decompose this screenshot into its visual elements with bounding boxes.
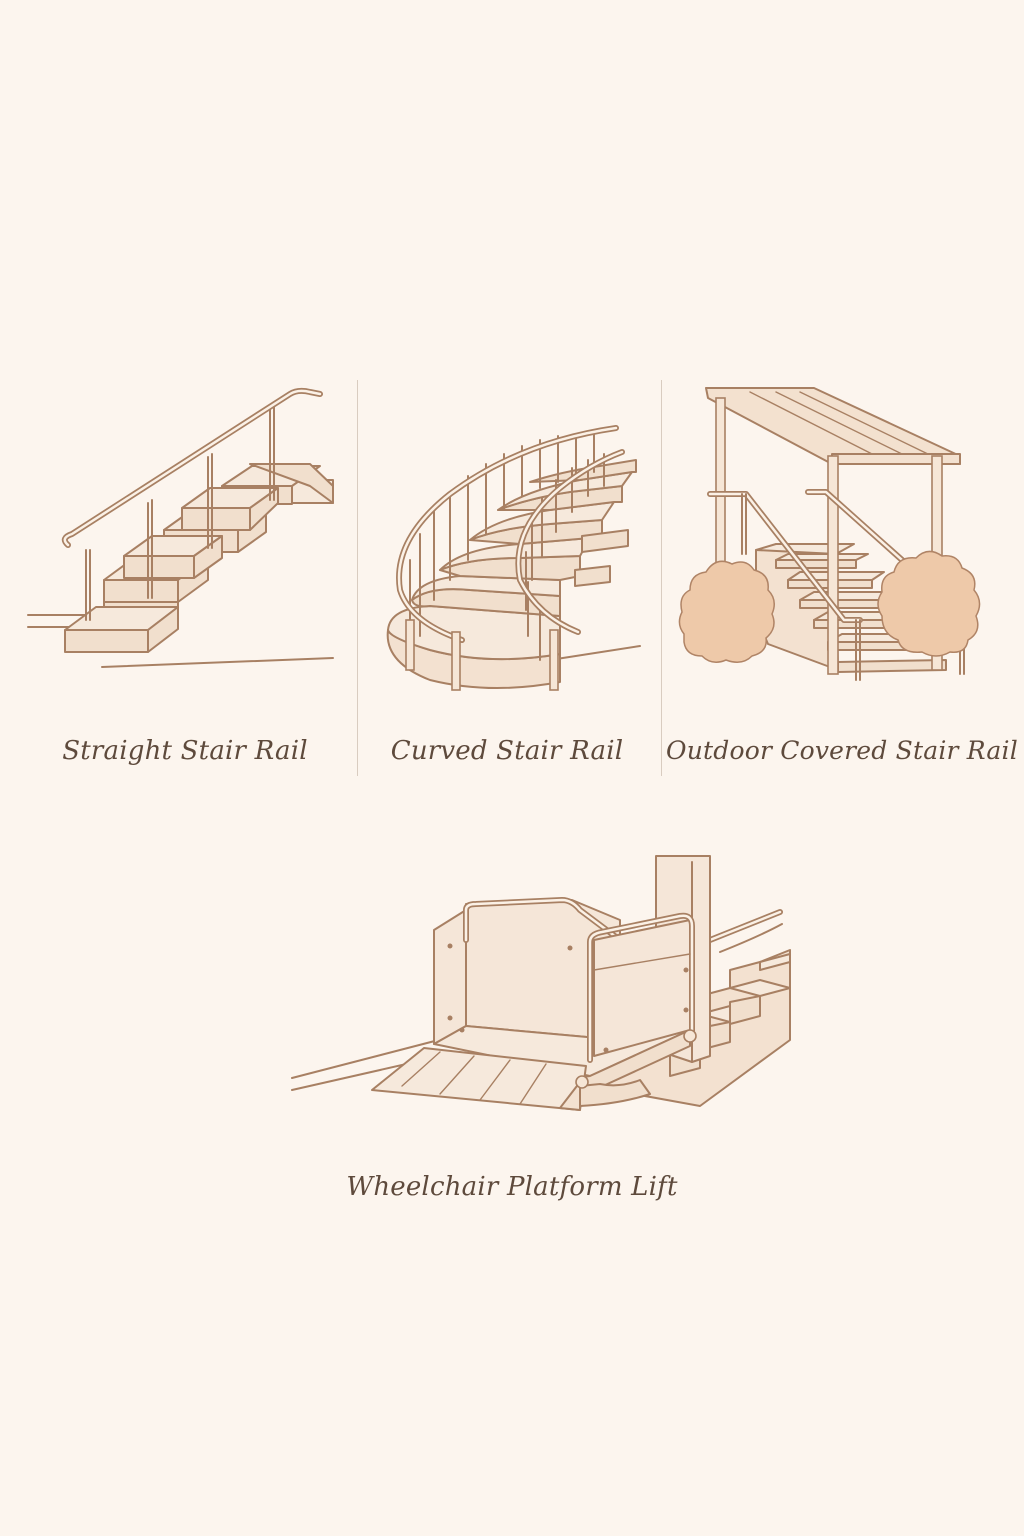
caption-straight-stair-rail: Straight Stair Rail xyxy=(62,736,308,766)
divider-left xyxy=(357,380,358,776)
caption-curved-stair-rail: Curved Stair Rail xyxy=(390,736,624,766)
wheelchair-platform-lift-illustration xyxy=(290,850,810,1140)
bush-right-icon xyxy=(877,550,981,657)
divider-right xyxy=(661,380,662,776)
bush-left-icon xyxy=(678,560,775,663)
caption-outdoor-covered-stair-rail: Outdoor Covered Stair Rail xyxy=(666,736,1018,765)
curved-stair-rail-illustration xyxy=(370,410,660,700)
caption-wheelchair-platform-lift: Wheelchair Platform Lift xyxy=(346,1172,678,1202)
outdoor-covered-stair-rail-illustration xyxy=(676,384,1006,684)
straight-stair-rail-illustration xyxy=(20,380,350,680)
